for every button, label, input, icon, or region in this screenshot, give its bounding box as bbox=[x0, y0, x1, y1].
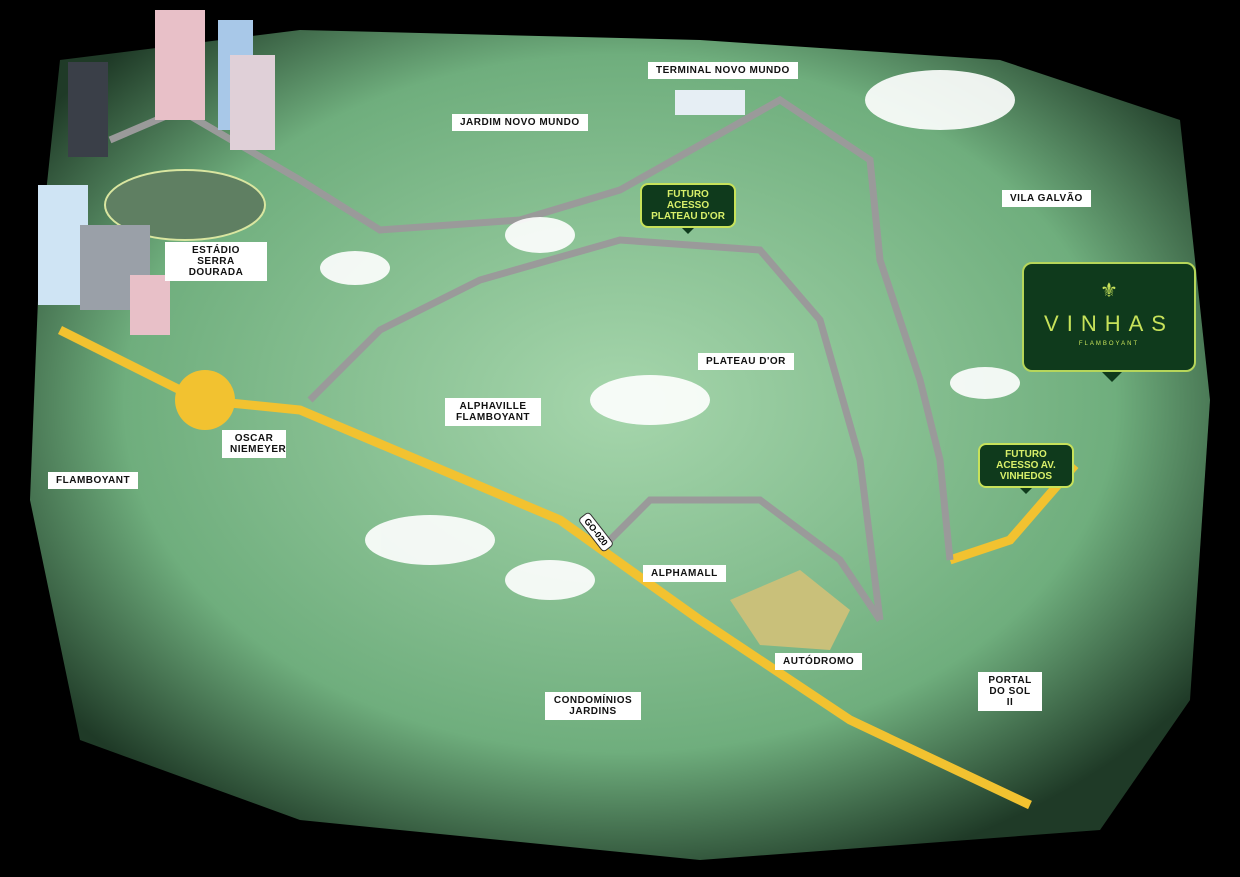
callout-vinhedos-access: FUTURO ACESSO AV. VINHEDOS bbox=[978, 443, 1074, 494]
highway-vinhedos bbox=[948, 462, 1079, 565]
callout-plateau-access: FUTURO ACESSO PLATEAU D'OR bbox=[640, 183, 736, 234]
autodromo-track bbox=[730, 570, 850, 650]
label-autodromo: AUTÓDROMO bbox=[775, 653, 863, 670]
label-alphaville: ALPHAVILLE FLAMBOYANT bbox=[445, 398, 541, 426]
label-portal-do-sol: PORTAL DO SOL II bbox=[978, 672, 1042, 711]
roundabout bbox=[175, 370, 235, 430]
label-condominios: CONDOMÍNIOS JARDINS bbox=[545, 692, 641, 720]
label-plateau: PLATEAU D'OR bbox=[698, 353, 794, 370]
clouds bbox=[320, 70, 1020, 600]
label-jardim-novo-mundo: JARDIM NOVO MUNDO bbox=[452, 114, 588, 131]
local-roads bbox=[108, 95, 954, 622]
label-alphamall: ALPHAMALL bbox=[643, 565, 726, 582]
label-oscar-niemeyer: OSCAR NIEMEYER bbox=[222, 430, 286, 458]
stadium bbox=[104, 169, 266, 241]
brand-name: VINHAS bbox=[1044, 311, 1174, 336]
label-estadio: ESTÁDIO SERRA DOURADA bbox=[165, 242, 267, 281]
brand-sub: FLAMBOYANT bbox=[1078, 341, 1140, 347]
buildings bbox=[38, 10, 745, 335]
label-flamboyant: FLAMBOYANT bbox=[48, 472, 139, 489]
land-area bbox=[30, 30, 1210, 860]
vinhas-logo-callout: ⚜ VINHAS FLAMBOYANT bbox=[1022, 262, 1196, 382]
label-vila-galvao: VILA GALVÃO bbox=[1002, 190, 1091, 207]
leaf-crown-icon: ⚜ bbox=[1100, 280, 1118, 302]
label-terminal: TERMINAL NOVO MUNDO bbox=[648, 62, 798, 79]
